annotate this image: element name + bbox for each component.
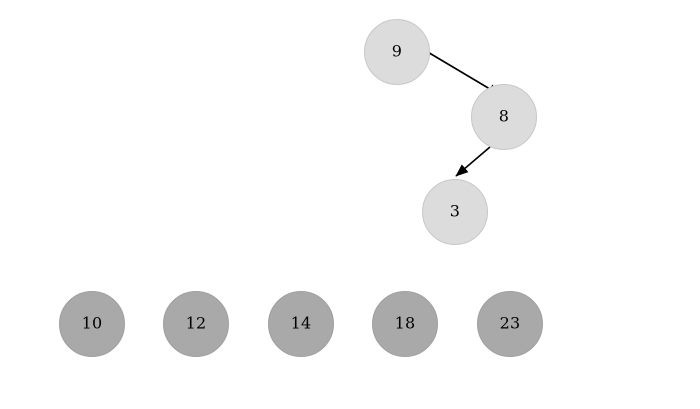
graph-node-8[interactable]: 8: [471, 84, 537, 150]
graph-node-label: 12: [185, 313, 207, 333]
graph-node-label: 8: [498, 106, 510, 126]
graph-node-18[interactable]: 18: [372, 291, 438, 357]
graph-node-label: 23: [499, 313, 521, 333]
graph-node-label: 10: [81, 313, 103, 333]
graph-node-label: 9: [391, 41, 403, 61]
graph-node-23[interactable]: 23: [477, 291, 543, 357]
graph-node-14[interactable]: 14: [268, 291, 334, 357]
graph-node-label: 18: [394, 313, 416, 333]
graph-node-9[interactable]: 9: [364, 19, 430, 85]
graph-node-label: 3: [449, 201, 461, 221]
graph-edge-n8-to-n3: [455, 146, 491, 177]
graph-node-10[interactable]: 10: [59, 291, 125, 357]
graph-node-3[interactable]: 3: [422, 179, 488, 245]
graph-node-label: 14: [290, 313, 312, 333]
graph-node-12[interactable]: 12: [163, 291, 229, 357]
